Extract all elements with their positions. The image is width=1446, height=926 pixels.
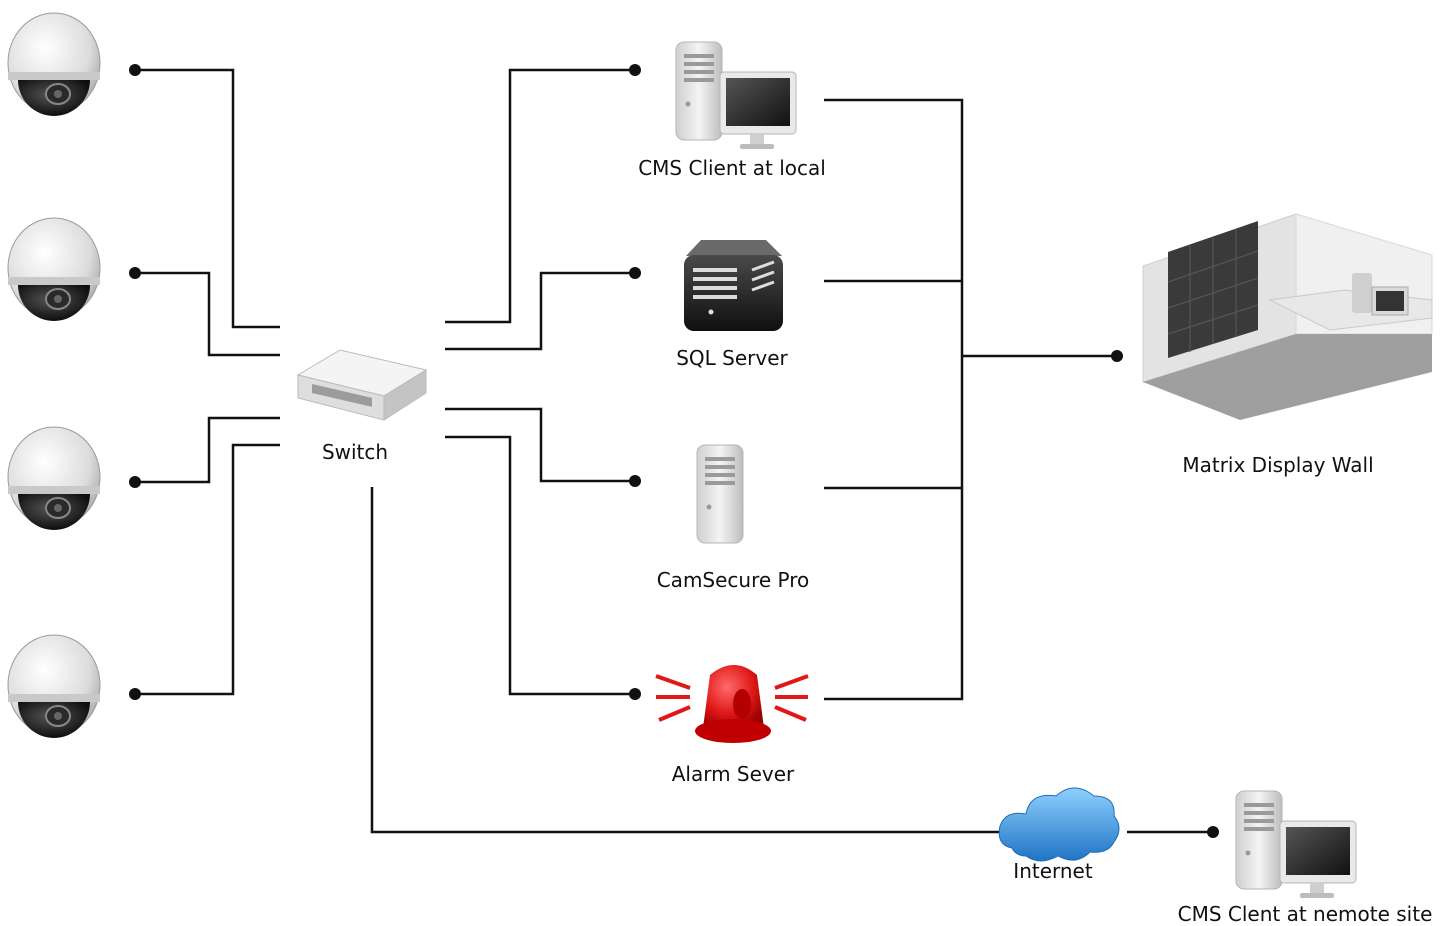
wire-camera-1 <box>135 68 280 329</box>
video-wall-room-icon <box>1140 213 1433 420</box>
dome-camera-icon <box>7 426 101 531</box>
connector-dot <box>629 267 641 279</box>
connector-dot <box>629 64 641 76</box>
cms-local-label: CMS Client at local <box>638 156 826 180</box>
wire-bus-top <box>824 98 964 701</box>
sql-server-label: SQL Server <box>676 346 788 370</box>
connector-dot <box>129 688 141 700</box>
connector-dot <box>629 688 641 700</box>
desktop-computer-icon <box>676 42 796 149</box>
cms-remote-label: CMS Clent at nemote site <box>1177 902 1433 926</box>
connection-lines <box>129 64 1219 838</box>
connector-dot <box>129 476 141 488</box>
alarm-label: Alarm Sever <box>671 762 795 786</box>
wire-camera-4 <box>135 443 280 696</box>
camsecure-label: CamSecure Pro <box>656 568 810 592</box>
wire-sql-server <box>445 271 635 351</box>
wire-camera-2 <box>135 271 280 357</box>
wire-internet <box>370 487 1006 834</box>
tower-server-icon <box>696 444 744 544</box>
connector-dot <box>629 475 641 487</box>
desktop-computer-icon <box>1236 791 1356 898</box>
switch-label: Switch <box>321 440 389 464</box>
wire-alarm <box>445 435 635 696</box>
alarm-beacon-icon <box>655 665 809 743</box>
connector-dot <box>1111 350 1123 362</box>
connector-dot <box>129 267 141 279</box>
matrix-wall-label: Matrix Display Wall <box>1182 453 1374 477</box>
connector-dot <box>129 64 141 76</box>
dome-camera-icon <box>7 634 101 739</box>
dome-camera-icon <box>7 217 101 322</box>
server-box-icon <box>684 240 783 331</box>
wire-cms-local <box>445 68 635 324</box>
connector-dot <box>1207 826 1219 838</box>
dome-camera-icon <box>7 12 101 117</box>
cloud-icon <box>998 787 1120 862</box>
internet-label: Internet <box>1013 859 1093 883</box>
network-switch-icon <box>296 349 428 421</box>
wire-camera-3 <box>135 416 280 484</box>
wire-camsecure <box>445 407 635 483</box>
